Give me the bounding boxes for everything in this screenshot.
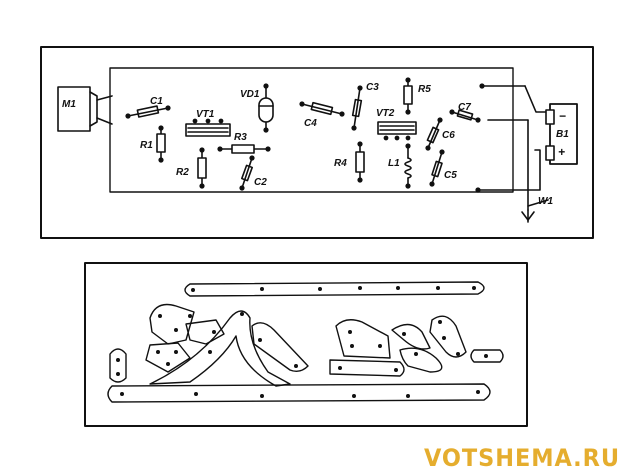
label-m1: M1 [62, 99, 76, 110]
label-battery-plus: + [558, 145, 565, 159]
label-vt2: VT2 [376, 108, 395, 119]
watermark: VOTSHEMA.RU [424, 444, 620, 472]
battery-b1 [545, 103, 578, 165]
top-panel-frame [40, 46, 594, 239]
antenna-w1 [521, 199, 549, 223]
microphone-m1 [57, 86, 113, 132]
inductor-l1 [404, 143, 412, 189]
label-c3: C3 [366, 82, 379, 93]
label-c1: C1 [150, 96, 163, 107]
resistor-r3 [217, 144, 271, 154]
capacitor-c3 [351, 85, 363, 131]
label-c7: C7 [458, 102, 471, 113]
label-vd1: VD1 [240, 89, 260, 100]
label-c5: C5 [444, 170, 457, 181]
capacitor-c2 [239, 155, 255, 191]
resistor-r5 [403, 77, 413, 115]
capacitor-c1 [125, 105, 171, 119]
board-outline [109, 67, 514, 193]
pcb-traces [107, 281, 504, 403]
label-vt1: VT1 [196, 109, 215, 120]
label-c4: C4 [304, 118, 317, 129]
label-r4: R4 [334, 158, 347, 169]
capacitor-c6 [425, 117, 443, 151]
pcb-holes [116, 286, 488, 398]
capacitor-c7 [449, 109, 481, 123]
label-w1: W1 [538, 196, 553, 207]
label-c2: C2 [254, 177, 267, 188]
resistor-r4 [355, 141, 365, 183]
label-r5: R5 [418, 84, 431, 95]
capacitor-c5 [429, 149, 445, 187]
label-r2: R2 [176, 167, 189, 178]
label-b1: B1 [556, 129, 569, 140]
resistor-r2 [197, 147, 207, 189]
label-battery-minus: − [559, 109, 566, 123]
label-c6: C6 [442, 130, 455, 141]
transistor-vt1 [185, 118, 231, 137]
resistor-r1 [156, 125, 166, 163]
label-r1: R1 [140, 140, 153, 151]
diode-vd1 [258, 83, 274, 133]
label-r3: R3 [234, 132, 247, 143]
bottom-panel-frame [84, 262, 528, 427]
transistor-vt2 [377, 121, 417, 141]
capacitor-c4 [299, 101, 345, 117]
label-l1: L1 [388, 158, 400, 169]
